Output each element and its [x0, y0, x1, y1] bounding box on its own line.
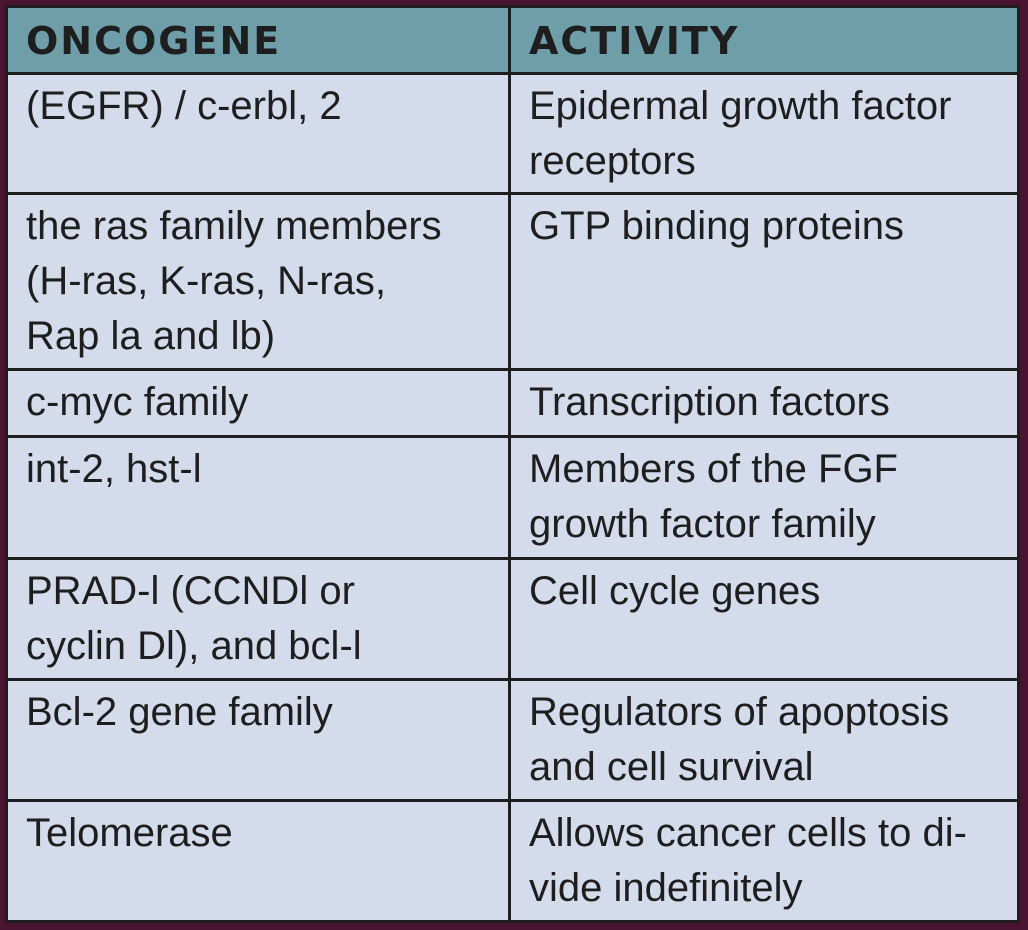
oncogene-cell: the ras family members (H-ras, K-ras, N-… — [8, 195, 508, 369]
oncogene-cell: c-myc family — [8, 371, 508, 436]
header-oncogene: ONCOGENE — [8, 8, 508, 72]
oncogene-cell: Telomerase — [8, 801, 508, 920]
oncogene-cell: int-2, hst-l — [8, 438, 508, 557]
activity-cell: GTP binding proteins — [511, 195, 1017, 369]
activity-cell: Transcription factors — [511, 371, 1017, 436]
table-row: Telomerase Allows cancer cells to di- vi… — [8, 801, 1017, 920]
table-header-row: ONCOGENE ACTIVITY — [8, 8, 1017, 72]
table-row: int-2, hst-l Members of the FGF growth f… — [8, 438, 1017, 557]
table-row: (EGFR) / c-erbl, 2 Epidermal growth fact… — [8, 75, 1017, 193]
activity-cell: Cell cycle genes — [511, 559, 1017, 678]
activity-cell: Members of the FGF growth factor family — [511, 438, 1017, 557]
table-row: PRAD-l (CCNDl or cyclin Dl), and bcl-l C… — [8, 559, 1017, 678]
activity-cell: Regulators of apoptosis and cell surviva… — [511, 680, 1017, 799]
oncogene-cell: (EGFR) / c-erbl, 2 — [8, 75, 508, 193]
table-row: c-myc family Transcription factors — [8, 371, 1017, 436]
table-row: Bcl-2 gene family Regulators of apoptosi… — [8, 680, 1017, 799]
oncogene-cell: Bcl-2 gene family — [8, 680, 508, 799]
oncogene-cell: PRAD-l (CCNDl or cyclin Dl), and bcl-l — [8, 559, 508, 678]
activity-cell: Epidermal growth factor receptors — [511, 75, 1017, 193]
table-row: the ras family members (H-ras, K-ras, N-… — [8, 195, 1017, 369]
oncogene-table: ONCOGENE ACTIVITY (EGFR) / c-erbl, 2 Epi… — [5, 5, 1020, 923]
activity-cell: Allows cancer cells to di- vide indefini… — [511, 801, 1017, 920]
header-activity: ACTIVITY — [511, 8, 1017, 72]
oncogene-table-frame: ONCOGENE ACTIVITY (EGFR) / c-erbl, 2 Epi… — [5, 5, 1020, 923]
